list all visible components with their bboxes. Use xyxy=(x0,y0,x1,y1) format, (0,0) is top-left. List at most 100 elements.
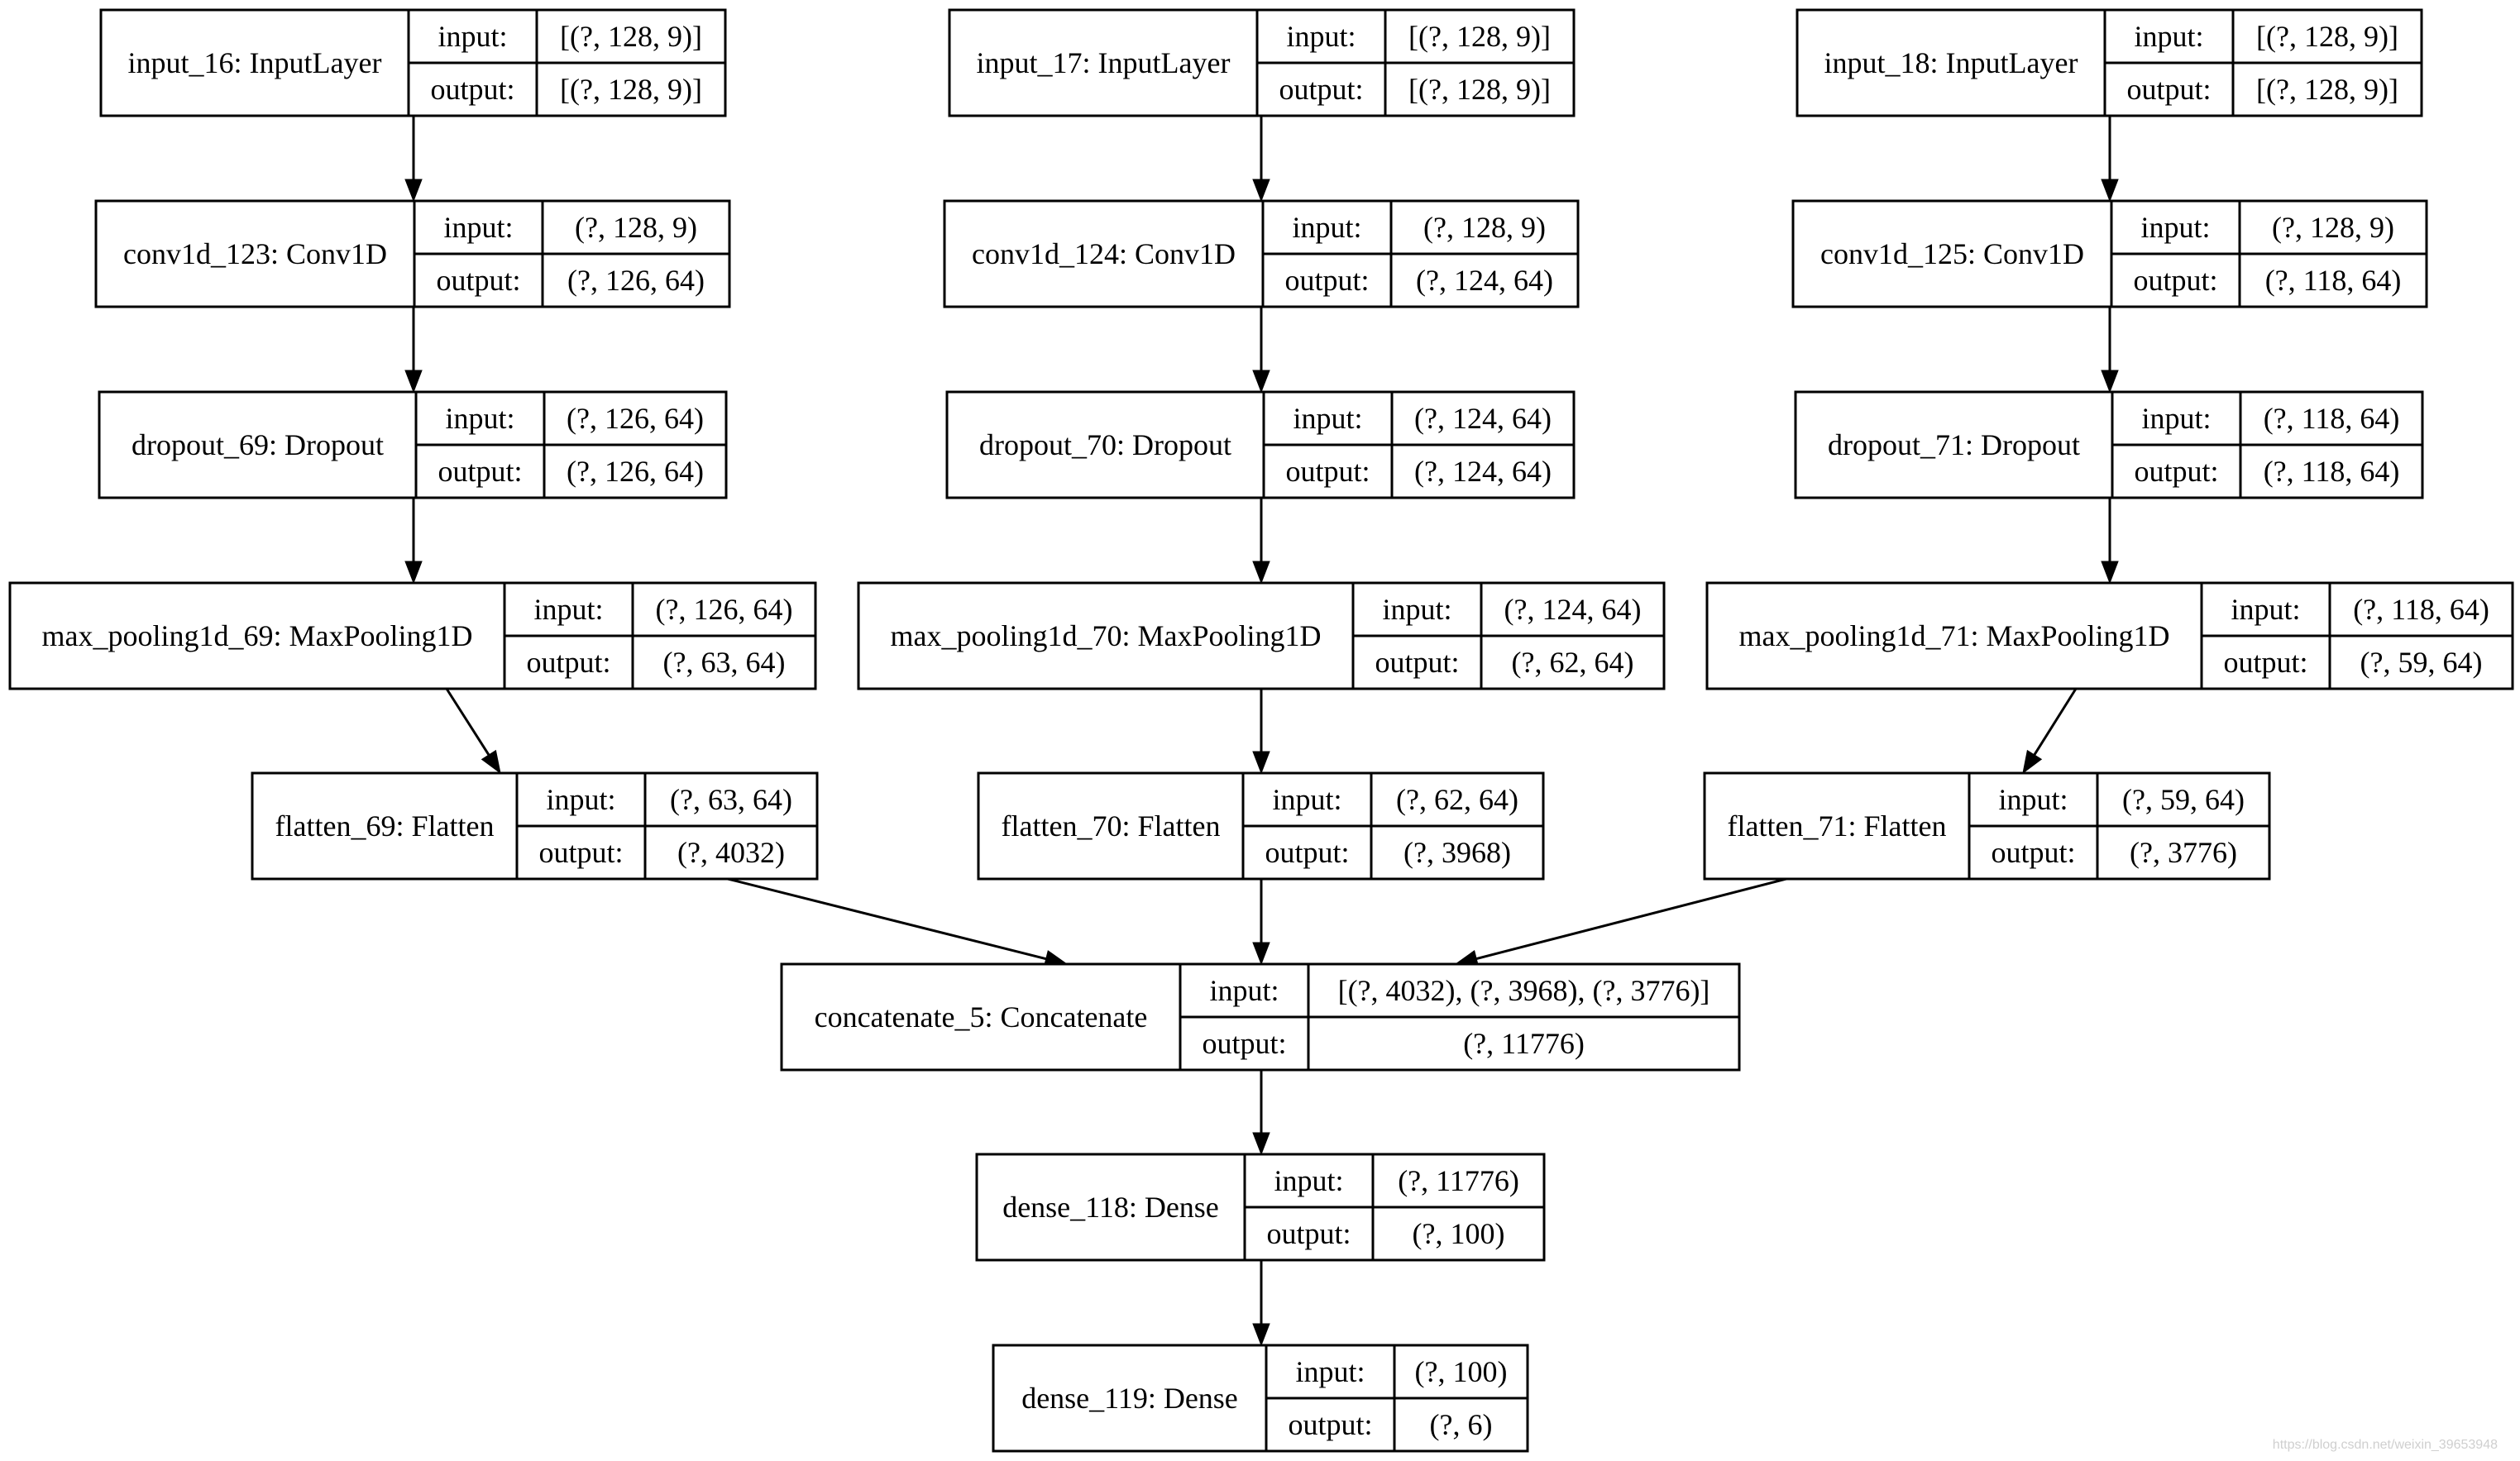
layer-name: max_pooling1d_70: MaxPooling1D xyxy=(891,619,1322,652)
input-key: input: xyxy=(2231,593,2300,626)
output-shape: (?, 126, 64) xyxy=(567,264,705,297)
input-key: input: xyxy=(1274,1164,1343,1197)
edge-flatten_71-to-concatenate_5 xyxy=(1454,877,1787,967)
arrowhead xyxy=(1252,179,1270,203)
arrowhead xyxy=(404,370,423,394)
input-key: input: xyxy=(1286,20,1356,53)
edge-line xyxy=(2033,688,2078,756)
output-shape: (?, 118, 64) xyxy=(2264,455,2400,488)
output-shape: [(?, 128, 9)] xyxy=(2256,73,2398,106)
arrowhead xyxy=(1252,1132,1270,1156)
arrowhead xyxy=(481,749,501,775)
input-key: input: xyxy=(438,20,507,53)
nodes-layer: input_16: InputLayer input: output: [(?, 12… xyxy=(8,8,2514,1453)
layer-node-max_pooling1d_70: max_pooling1d_70: MaxPooling1Dinput:outp… xyxy=(857,581,1666,690)
arrowhead xyxy=(2101,561,2119,585)
layer-node-input_16: input_16: InputLayer input: output: [(?, 12… xyxy=(99,8,727,117)
input-shape: (?, 11776) xyxy=(1398,1164,1519,1197)
arrowhead xyxy=(2101,370,2119,394)
input-key: input: xyxy=(1295,1355,1365,1388)
layer-name: flatten_70: Flatten xyxy=(1002,809,1221,843)
input-key: input: xyxy=(1272,783,1341,816)
edge-conv1d_125-to-dropout_71 xyxy=(2101,307,2119,394)
output-key: output: xyxy=(2133,264,2217,297)
input-key: input: xyxy=(1998,783,2068,816)
output-key: output: xyxy=(1279,73,1363,106)
layer-name: dense_118: Dense xyxy=(1002,1191,1219,1224)
edge-dense_118-to-dense_119 xyxy=(1252,1260,1270,1347)
layer-name: dropout_69: Dropout xyxy=(131,428,384,461)
arrowhead xyxy=(404,179,423,203)
output-shape: (?, 124, 64) xyxy=(1414,455,1552,488)
layer-node-flatten_70: flatten_70: Flatten input: output: (?, 62, … xyxy=(977,771,1545,881)
output-key: output: xyxy=(2134,455,2218,488)
output-key: output: xyxy=(430,73,514,106)
output-shape: (?, 118, 64) xyxy=(2265,264,2402,297)
layer-node-concatenate_5: concatenate_5: Concatenateinput:output:[… xyxy=(780,962,1741,1072)
output-key: output: xyxy=(436,264,520,297)
edge-conv1d_123-to-dropout_69 xyxy=(404,307,423,394)
output-key: output: xyxy=(538,836,623,869)
watermark: https://blog.csdn.net/weixin_39653948 xyxy=(2273,1438,2498,1452)
output-key: output: xyxy=(2126,73,2211,106)
output-shape: [(?, 128, 9)] xyxy=(560,73,702,106)
input-key: input: xyxy=(445,402,514,435)
layer-name: dropout_70: Dropout xyxy=(979,428,1231,461)
output-shape: (?, 11776) xyxy=(1463,1027,1585,1060)
arrowhead xyxy=(2022,749,2043,775)
edge-input_18-to-conv1d_125 xyxy=(2101,116,2119,203)
edge-max_pooling1d_69-to-flatten_69 xyxy=(445,688,501,775)
input-key: input: xyxy=(546,783,615,816)
layer-name: max_pooling1d_69: MaxPooling1D xyxy=(42,619,473,652)
layer-name: conv1d_123: Conv1D xyxy=(123,237,387,270)
layer-name: input_16: InputLayer xyxy=(128,46,382,79)
output-key: output: xyxy=(1284,264,1369,297)
input-shape: (?, 124, 64) xyxy=(1414,402,1552,435)
input-shape: (?, 126, 64) xyxy=(567,402,704,435)
input-shape: (?, 62, 64) xyxy=(1396,783,1518,816)
output-key: output: xyxy=(1202,1027,1286,1060)
input-key: input: xyxy=(2140,211,2210,244)
output-shape: (?, 124, 64) xyxy=(1416,264,1553,297)
output-key: output: xyxy=(1991,836,2075,869)
output-key: output: xyxy=(1288,1408,1372,1441)
input-shape: (?, 124, 64) xyxy=(1504,593,1642,626)
input-shape: (?, 118, 64) xyxy=(2264,402,2400,435)
input-key: input: xyxy=(1382,593,1451,626)
edge-line xyxy=(727,877,1047,961)
input-shape: (?, 128, 9) xyxy=(1423,211,1546,244)
edge-dropout_69-to-max_pooling1d_69 xyxy=(404,498,423,585)
edge-dropout_70-to-max_pooling1d_70 xyxy=(1252,498,1270,585)
input-key: input: xyxy=(533,593,603,626)
input-shape: [(?, 128, 9)] xyxy=(1408,20,1551,53)
output-shape: [(?, 128, 9)] xyxy=(1408,73,1551,106)
input-shape: [(?, 128, 9)] xyxy=(560,20,702,53)
layer-name: dense_119: Dense xyxy=(1021,1382,1238,1415)
layer-name: concatenate_5: Concatenate xyxy=(815,1000,1148,1034)
edge-max_pooling1d_71-to-flatten_71 xyxy=(2022,688,2078,775)
edge-input_17-to-conv1d_124 xyxy=(1252,116,1270,203)
edge-flatten_69-to-concatenate_5 xyxy=(727,877,1069,967)
output-key: output: xyxy=(1285,455,1370,488)
layer-name: flatten_71: Flatten xyxy=(1728,809,1947,843)
input-shape: (?, 118, 64) xyxy=(2353,593,2489,626)
edge-concatenate_5-to-dense_118 xyxy=(1252,1070,1270,1156)
output-key: output: xyxy=(1265,836,1349,869)
layer-name: flatten_69: Flatten xyxy=(275,809,495,843)
edge-max_pooling1d_70-to-flatten_70 xyxy=(1252,689,1270,775)
output-shape: (?, 63, 64) xyxy=(663,646,786,679)
input-key: input: xyxy=(2134,20,2203,53)
